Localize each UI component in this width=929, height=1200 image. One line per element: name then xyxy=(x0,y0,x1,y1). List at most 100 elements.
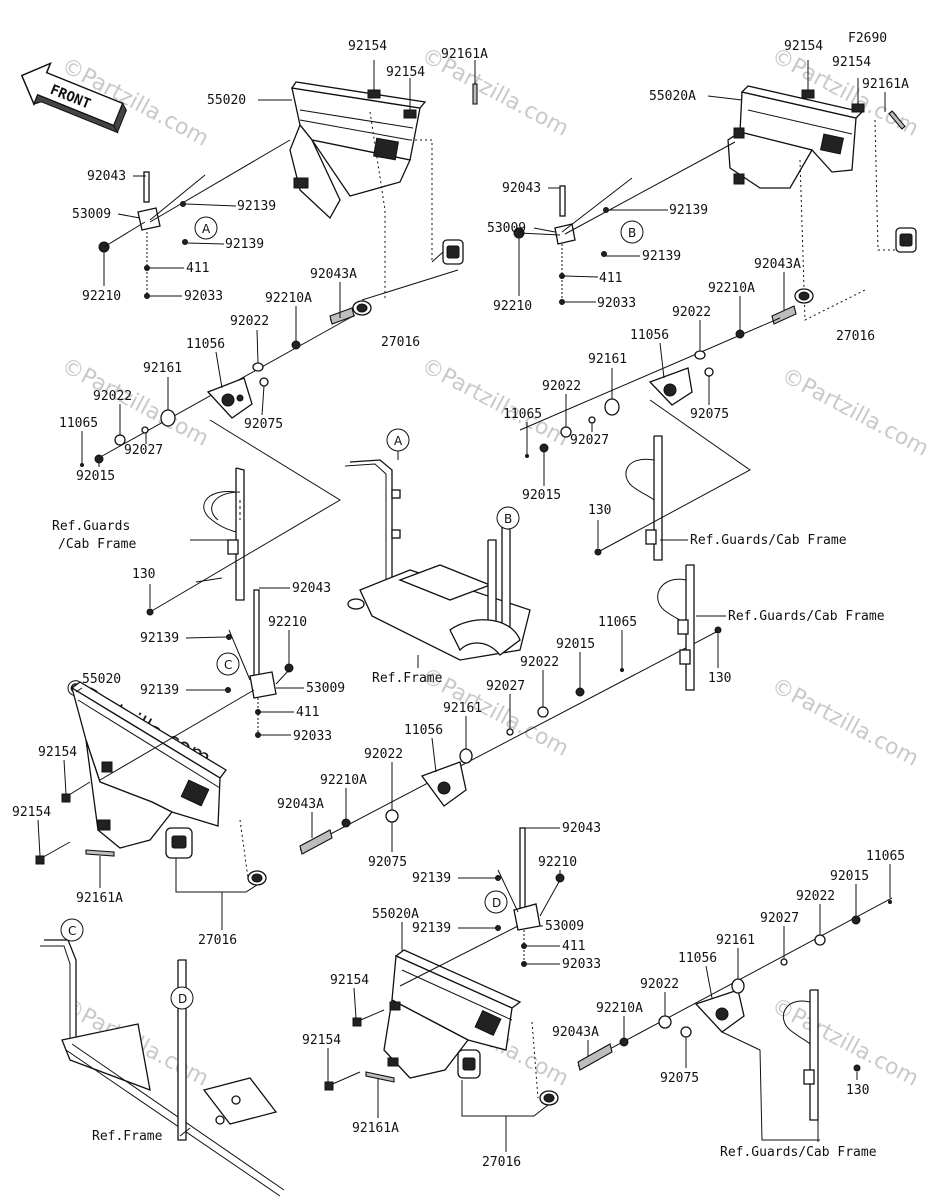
assembly-middle-left: C xyxy=(35,564,722,893)
guard-frame-left xyxy=(195,467,245,601)
label-411: 411 xyxy=(599,271,622,286)
label-92022: 92022 xyxy=(672,305,711,320)
label-92154: 92154 xyxy=(38,745,77,760)
housing-55020A xyxy=(383,949,522,1079)
assembly-top-right: B xyxy=(513,60,917,561)
label-92022: 92022 xyxy=(542,379,581,394)
svg-text:C: C xyxy=(68,924,76,938)
label-92043: 92043 xyxy=(502,181,541,196)
label-92015: 92015 xyxy=(830,869,869,884)
svg-text:A: A xyxy=(394,434,403,448)
watermark: ©Partzilla.com xyxy=(767,673,922,771)
label-92154: 92154 xyxy=(386,65,425,80)
label-11056: 11056 xyxy=(404,723,443,738)
label-92043A: 92043A xyxy=(552,1025,599,1040)
label-92075: 92075 xyxy=(690,407,729,422)
housing-55020 xyxy=(289,81,427,220)
label-92210: 92210 xyxy=(82,289,121,304)
label-411: 411 xyxy=(296,705,319,720)
label-92161A: 92161A xyxy=(862,77,909,92)
callout-c xyxy=(216,652,240,676)
callout-a xyxy=(194,216,218,240)
label-92161: 92161 xyxy=(143,361,182,376)
label-92043A: 92043A xyxy=(277,797,324,812)
callout-a xyxy=(386,428,410,452)
label-92139: 92139 xyxy=(412,871,451,886)
watermark: ©Partzilla.com xyxy=(767,993,922,1091)
bolt-92154 xyxy=(367,60,417,119)
label-92161: 92161 xyxy=(443,701,482,716)
guard-frame-mid-right xyxy=(657,564,695,691)
housing-55020 xyxy=(70,681,227,849)
label-92161A: 92161A xyxy=(352,1121,399,1136)
svg-text:B: B xyxy=(628,226,636,240)
label-92075: 92075 xyxy=(368,855,407,870)
frame-center: A B xyxy=(344,428,531,668)
label-130: 130 xyxy=(846,1083,869,1098)
pin-92161A xyxy=(472,83,478,105)
watermark: ©Partzilla.com xyxy=(57,353,212,451)
label-92015: 92015 xyxy=(76,469,115,484)
label-92043: 92043 xyxy=(562,821,601,836)
ref-frame: Ref.Frame xyxy=(372,671,443,686)
label-92161A: 92161A xyxy=(441,47,488,62)
label-92027: 92027 xyxy=(760,911,799,926)
label-11056: 11056 xyxy=(630,328,669,343)
front-arrow-icon: FRONT xyxy=(20,61,127,134)
label-92210A: 92210A xyxy=(265,291,312,306)
label-55020A: 55020A xyxy=(372,907,419,922)
label-92022: 92022 xyxy=(520,655,559,670)
label-92043: 92043 xyxy=(292,581,331,596)
label-92033: 92033 xyxy=(562,957,601,972)
label-92139: 92139 xyxy=(237,199,276,214)
callout-d xyxy=(484,890,508,914)
callout-c xyxy=(60,918,84,942)
label-92022: 92022 xyxy=(796,889,835,904)
label-92027: 92027 xyxy=(570,433,609,448)
svg-text:D: D xyxy=(492,896,501,910)
label-92022: 92022 xyxy=(93,389,132,404)
label-11056: 11056 xyxy=(678,951,717,966)
label-92210A: 92210A xyxy=(708,281,755,296)
label-92139: 92139 xyxy=(669,203,708,218)
label-55020: 55020 xyxy=(82,672,121,687)
label-27016: 27016 xyxy=(482,1155,521,1170)
label-92154: 92154 xyxy=(330,973,369,988)
label-92043A: 92043A xyxy=(310,267,357,282)
ref-guards-cab-frame: Ref.Guards/Cab Frame xyxy=(728,609,885,624)
label-11065: 11065 xyxy=(59,416,98,431)
label-92139: 92139 xyxy=(140,683,179,698)
label-92161: 92161 xyxy=(716,933,755,948)
ref-guards: Ref.Guards xyxy=(52,519,130,534)
label-92015: 92015 xyxy=(522,488,561,503)
svg-text:C: C xyxy=(224,658,232,672)
callout-d xyxy=(170,986,194,1010)
label-11065: 11065 xyxy=(503,407,542,422)
assembly-top-left: A xyxy=(80,60,478,616)
label-27016: 27016 xyxy=(836,329,875,344)
label-92210A: 92210A xyxy=(320,773,367,788)
label-92154: 92154 xyxy=(12,805,51,820)
label-92139: 92139 xyxy=(642,249,681,264)
figure-code: F2690 xyxy=(848,31,887,46)
label-92139: 92139 xyxy=(225,237,264,252)
label-53009: 53009 xyxy=(72,207,111,222)
svg-text:D: D xyxy=(178,992,187,1006)
watermark: ©Partzilla.com xyxy=(417,353,572,451)
label-130: 130 xyxy=(588,503,611,518)
label-92015: 92015 xyxy=(556,637,595,652)
watermark: ©Partzilla.com xyxy=(777,363,929,461)
label-53009: 53009 xyxy=(487,221,526,236)
label-53009: 53009 xyxy=(545,919,584,934)
label-92043: 92043 xyxy=(87,169,126,184)
label-92043A: 92043A xyxy=(754,257,801,272)
svg-text:B: B xyxy=(504,512,512,526)
label-92161: 92161 xyxy=(588,352,627,367)
label-92022: 92022 xyxy=(364,747,403,762)
label-92075: 92075 xyxy=(244,417,283,432)
label-92022: 92022 xyxy=(230,314,269,329)
label-92161A: 92161A xyxy=(76,891,123,906)
label-92154: 92154 xyxy=(302,1033,341,1048)
